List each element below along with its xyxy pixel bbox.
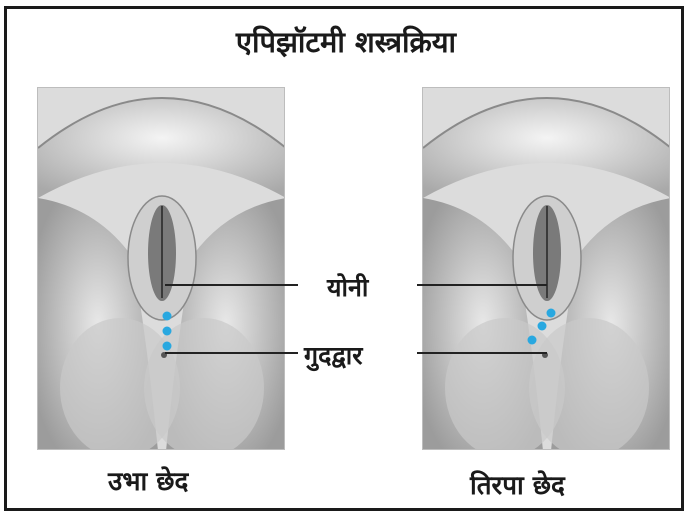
leader-line-anus-right xyxy=(417,352,547,354)
leader-line-anus-left xyxy=(165,352,298,354)
incision-dot xyxy=(163,342,172,351)
incision-dot xyxy=(163,327,172,336)
incision-dot xyxy=(538,322,547,331)
leader-line-vagina-right xyxy=(417,284,547,286)
incision-dot xyxy=(547,309,556,318)
label-anus: गुदद्वार xyxy=(304,338,362,372)
incision-dot xyxy=(528,336,537,345)
caption-vertical-incision: उभा छेद xyxy=(108,462,188,498)
caption-diagonal-incision: तिरपा छेद xyxy=(470,466,565,502)
leader-line-vagina-left xyxy=(165,284,298,286)
incision-dot xyxy=(163,312,172,321)
label-vagina: योनी xyxy=(327,270,368,304)
